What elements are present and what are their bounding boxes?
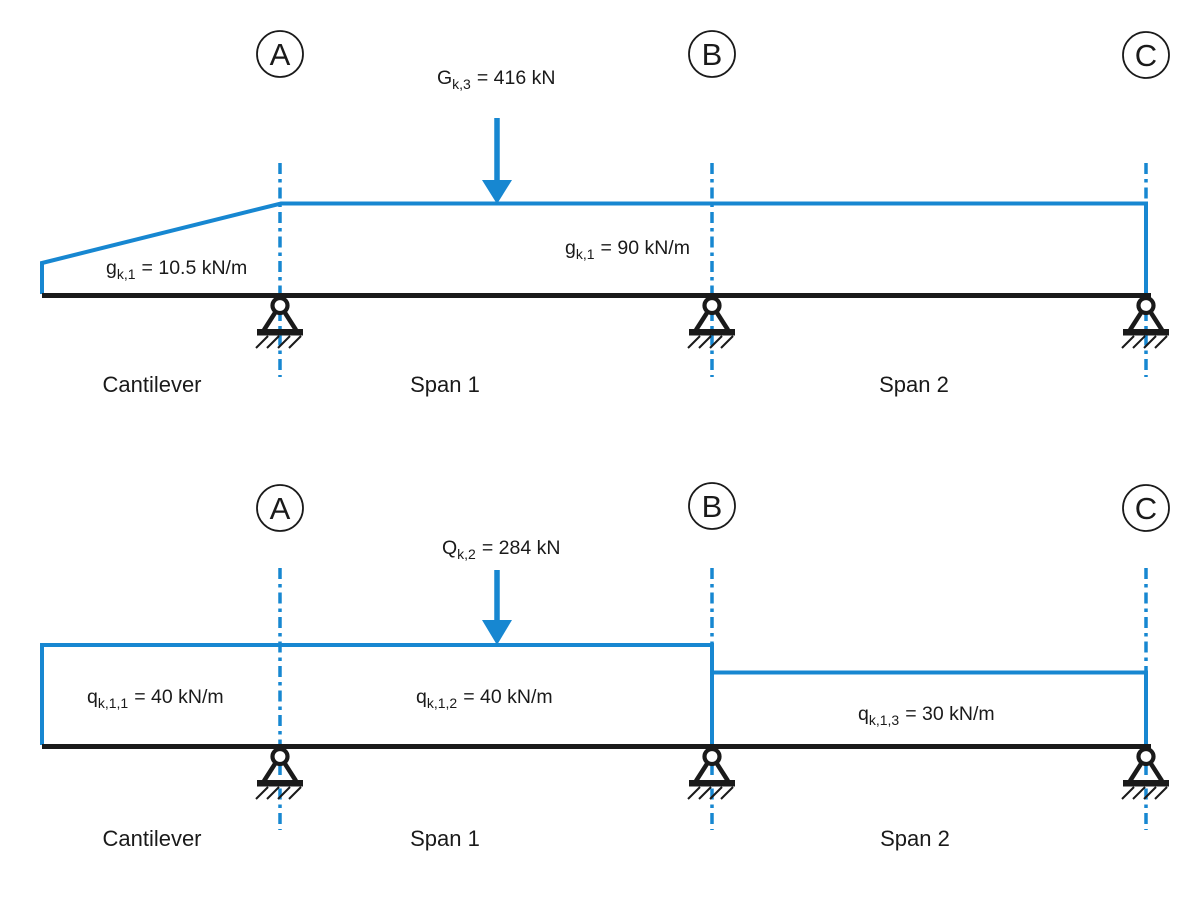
down-arrow-icon (482, 620, 512, 645)
node-badge-b (688, 30, 736, 78)
node-letter-a: A (270, 37, 291, 72)
section-label-span1: Span 1 (410, 372, 480, 397)
permanent-load-diagram: Gk,3= 416 kN gk,1= 10.5 kN/m gk,1= 90 kN… (40, 30, 1170, 397)
node-letter-b: B (702, 489, 723, 524)
node-badge-c (1122, 484, 1170, 532)
point-load-label: Qk,2= 284 kN (442, 537, 560, 562)
node-badge-c (1122, 31, 1170, 79)
section-label-span1: Span 1 (410, 826, 480, 851)
node-letter-c: C (1135, 491, 1157, 526)
cantilever-load-label: qk,1,1= 40 kN/m (87, 686, 224, 711)
span1-load-label: qk,1,2= 40 kN/m (416, 686, 553, 711)
node-letter-b: B (702, 37, 723, 72)
distributed-load-outline-cantilever-span1 (40, 643, 714, 745)
span2-load-label: qk,1,3= 30 kN/m (858, 703, 995, 728)
variable-load-diagram: Qk,2= 284 kN qk,1,1= 40 kN/m qk,1,2= 40 … (40, 482, 1170, 851)
down-arrow-icon (482, 180, 512, 204)
section-label-span2: Span 2 (880, 826, 950, 851)
node-letter-a: A (270, 491, 291, 526)
cantilever-load-label: gk,1= 10.5 kN/m (106, 257, 247, 282)
node-letter-c: C (1135, 38, 1157, 73)
node-badge-a (256, 30, 304, 78)
node-badge-b (688, 482, 736, 530)
node-badge-a (256, 484, 304, 532)
distributed-load-outline-span2 (712, 670, 1148, 745)
span-load-label: gk,1= 90 kN/m (565, 237, 690, 262)
distributed-load-outline (40, 201, 1148, 294)
section-label-cantilever: Cantilever (102, 826, 201, 851)
point-load-label: Gk,3= 416 kN (437, 67, 555, 92)
section-label-cantilever: Cantilever (102, 372, 201, 397)
section-label-span2: Span 2 (879, 372, 949, 397)
